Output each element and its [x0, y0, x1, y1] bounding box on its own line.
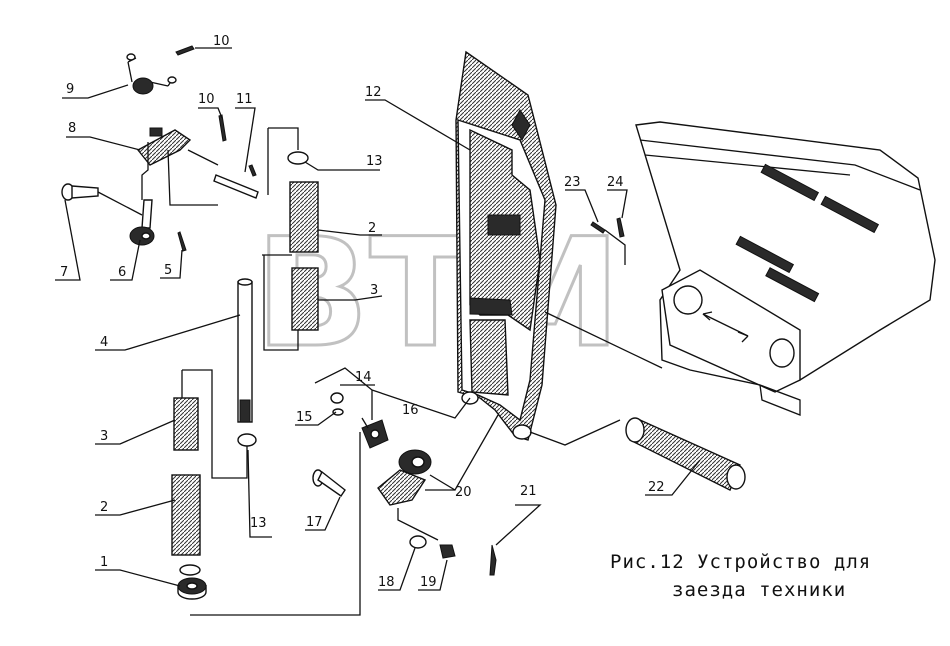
callout-14: 14 — [355, 370, 372, 385]
spring-upper-long-part — [289, 181, 319, 253]
vehicle-body-fragment — [635, 121, 936, 416]
callout-10-top: 10 — [213, 34, 230, 49]
spring-upper-short-part — [291, 267, 319, 331]
callout-5: 5 — [164, 263, 172, 278]
cotter-pin-middle-part — [218, 114, 227, 142]
axle-part — [625, 417, 746, 491]
base-ring-part — [177, 564, 207, 600]
washer-top-part — [287, 151, 309, 165]
figure-caption-line1: Рис.12 Устройство для — [610, 551, 871, 573]
callout-9: 9 — [66, 82, 74, 97]
callout-3-bottom: 3 — [100, 429, 108, 444]
shaft-part — [237, 278, 253, 423]
callout-13-bottom: 13 — [250, 516, 267, 531]
callout-11: 11 — [236, 92, 253, 107]
callout-19: 19 — [420, 575, 437, 590]
rod-part — [213, 174, 259, 199]
washer-part — [409, 535, 427, 549]
assembly-lines — [97, 127, 663, 616]
latch-bracket-part — [136, 127, 192, 166]
callout-17: 17 — [306, 515, 323, 530]
callout-7: 7 — [60, 265, 68, 280]
callout-2-top: 2 — [368, 221, 376, 236]
spring-lower-short-part — [173, 397, 199, 451]
figure-caption-line2: заезда техники — [672, 579, 846, 601]
bolt-24-part — [616, 217, 625, 238]
callout-13-top: 13 — [366, 154, 383, 169]
callout-16: 16 — [402, 403, 419, 418]
screw-part — [330, 392, 344, 404]
callout-12: 12 — [365, 85, 382, 100]
nut-part — [439, 544, 456, 559]
callout-20: 20 — [455, 485, 472, 500]
callout-23: 23 — [564, 175, 581, 190]
callout-labels: 10 9 10 11 8 12 13 2 3 23 24 7 6 5 4 3 2… — [60, 34, 665, 590]
callout-1: 1 — [100, 555, 108, 570]
split-pin-part — [177, 231, 187, 252]
ramp-plate-part — [455, 50, 557, 441]
bolt-long-part — [312, 469, 346, 497]
callout-leaders — [55, 47, 701, 591]
small-pin-part — [248, 164, 257, 177]
eye-bolt-part — [129, 199, 155, 246]
callout-22: 22 — [648, 480, 665, 495]
hinge-bracket-part — [377, 449, 432, 506]
wing-nut-part — [126, 53, 177, 95]
callout-24: 24 — [607, 175, 624, 190]
callout-3-top: 3 — [370, 283, 378, 298]
callout-2-bottom: 2 — [100, 500, 108, 515]
callout-10-middle: 10 — [198, 92, 215, 107]
callout-6: 6 — [118, 265, 126, 280]
bolt-23-part — [590, 221, 606, 234]
callout-4: 4 — [100, 335, 108, 350]
spring-lower-long-part — [171, 474, 201, 556]
callout-21: 21 — [520, 484, 537, 499]
callout-15: 15 — [296, 410, 313, 425]
callout-18: 18 — [378, 575, 395, 590]
callout-8: 8 — [68, 121, 76, 136]
pin-21-part — [489, 544, 497, 576]
small-washer-part — [332, 408, 344, 416]
cotter-pin-top-part — [175, 45, 195, 56]
washer-bottom-part — [237, 433, 257, 447]
clamp-small-part — [361, 419, 389, 449]
bolt-part — [61, 183, 99, 201]
